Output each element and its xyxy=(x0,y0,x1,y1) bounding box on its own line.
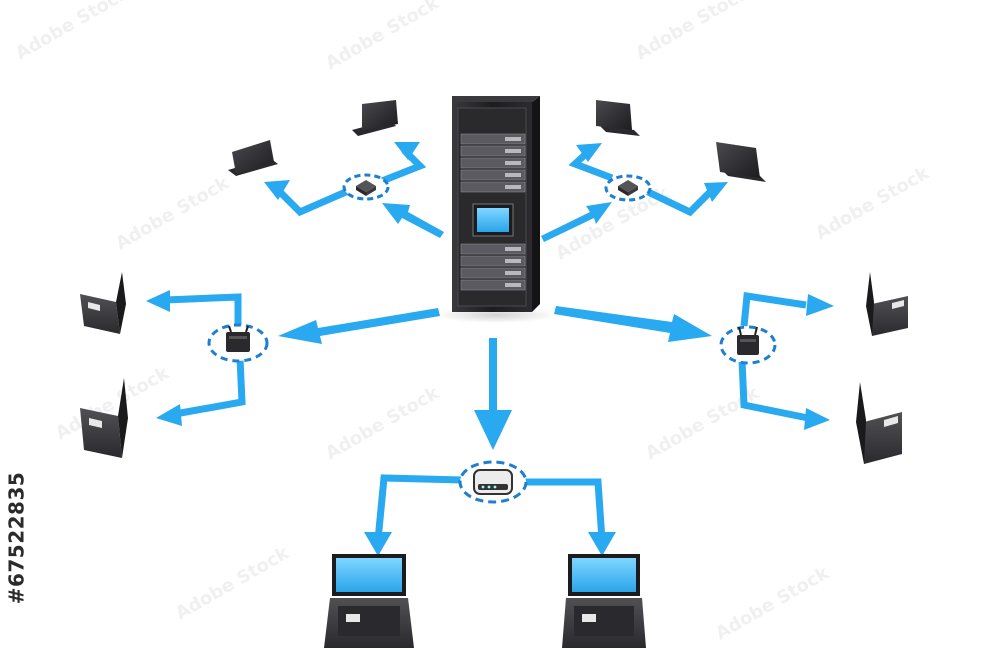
laptop-icon xyxy=(866,272,908,336)
laptop-icon xyxy=(596,100,640,136)
arrow-icon xyxy=(804,408,830,430)
svg-text:Adobe Stock: Adobe Stock xyxy=(712,562,833,644)
router-icon xyxy=(474,470,512,494)
svg-text:Adobe Stock: Adobe Stock xyxy=(322,0,443,74)
svg-text:Adobe Stock: Adobe Stock xyxy=(812,162,933,244)
svg-text:Adobe Stock: Adobe Stock xyxy=(12,0,133,64)
arrow-icon xyxy=(156,404,182,426)
arrow-icon xyxy=(364,532,392,556)
arrow-icon xyxy=(382,203,444,238)
arrow-icon xyxy=(474,338,512,450)
laptop-icon xyxy=(80,272,126,334)
arrow-icon xyxy=(554,306,712,342)
router-right xyxy=(721,327,775,363)
laptop-icon xyxy=(324,554,414,648)
arrow-icon xyxy=(806,294,834,316)
arrow-icon xyxy=(278,308,440,344)
laptop-icon xyxy=(856,382,902,464)
svg-text:Adobe Stock: Adobe Stock xyxy=(632,0,753,64)
image-id-label: #67522835 xyxy=(2,438,30,638)
router-bottom xyxy=(460,462,526,502)
arrow-icon xyxy=(146,290,170,312)
router-left xyxy=(209,325,267,361)
image-id-text: #67522835 xyxy=(4,472,28,605)
laptop-icon xyxy=(228,140,278,176)
laptop-icon xyxy=(716,142,766,182)
svg-text:Adobe Stock: Adobe Stock xyxy=(112,172,233,254)
arrow-icon xyxy=(588,532,616,556)
laptop-icon xyxy=(562,554,646,648)
server-rack-icon xyxy=(436,96,556,323)
svg-text:Adobe Stock: Adobe Stock xyxy=(322,382,443,464)
router-upper-left xyxy=(344,175,388,199)
svg-text:Adobe Stock: Adobe Stock xyxy=(172,542,293,624)
laptop-icon xyxy=(352,100,398,136)
router-upper-right xyxy=(606,176,650,200)
